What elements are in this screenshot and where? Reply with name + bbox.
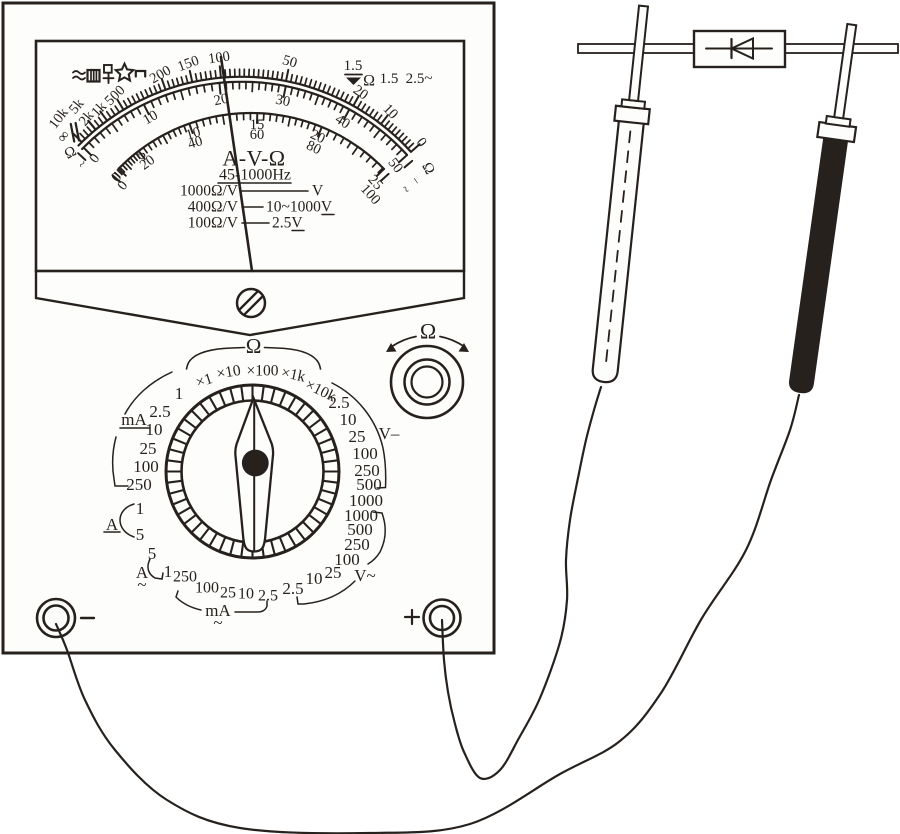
svg-text:10: 10 (184, 124, 202, 143)
svg-text:100: 100 (133, 457, 159, 476)
svg-text:50: 50 (281, 52, 299, 71)
svg-text:2.5V: 2.5V (272, 214, 303, 231)
svg-text:V–: V– (379, 424, 400, 443)
svg-text:2.5: 2.5 (258, 587, 278, 604)
svg-text:100Ω/V: 100Ω/V (188, 214, 239, 231)
svg-text:1.5: 1.5 (344, 58, 363, 74)
svg-text:500: 500 (347, 520, 373, 539)
svg-text:30: 30 (274, 92, 292, 111)
svg-text:25: 25 (220, 584, 236, 601)
svg-text:Ω: Ω (363, 72, 375, 89)
svg-text:V~: V~ (354, 566, 375, 585)
svg-text:500: 500 (356, 475, 382, 494)
svg-text:10: 10 (238, 585, 254, 602)
svg-text:25: 25 (140, 439, 157, 458)
svg-text:15: 15 (250, 117, 265, 133)
svg-text:A: A (136, 563, 149, 582)
svg-text:40: 40 (186, 133, 204, 152)
svg-text:1: 1 (164, 562, 173, 581)
svg-text:1000: 1000 (349, 491, 383, 510)
svg-text:1000: 1000 (344, 506, 378, 525)
svg-text:×1: ×1 (194, 370, 215, 391)
svg-text:mA: mA (205, 601, 231, 620)
svg-text:100: 100 (207, 48, 231, 67)
svg-text:5: 5 (148, 544, 157, 563)
svg-text:10: 10 (140, 107, 161, 128)
svg-text:60: 60 (250, 127, 265, 143)
svg-text:mA: mA (121, 410, 147, 429)
svg-text:1: 1 (136, 499, 145, 518)
svg-text:Ω: Ω (420, 318, 436, 343)
svg-text:250: 250 (354, 461, 380, 480)
svg-text:250: 250 (126, 475, 152, 494)
svg-text:2.5: 2.5 (149, 402, 170, 421)
svg-text:250: 250 (173, 568, 197, 585)
svg-text:×1k: ×1k (280, 364, 307, 386)
svg-text:25: 25 (325, 563, 342, 582)
svg-text:×10: ×10 (215, 362, 242, 383)
svg-text:~: ~ (213, 613, 222, 632)
svg-text:2.5~: 2.5~ (406, 71, 433, 87)
svg-text:10: 10 (306, 569, 323, 588)
svg-text:A-V-Ω: A-V-Ω (222, 145, 285, 170)
svg-text:2.5: 2.5 (282, 579, 303, 598)
svg-text:Ω: Ω (246, 334, 262, 358)
svg-text:25: 25 (349, 427, 366, 446)
svg-text:~: ~ (137, 575, 146, 594)
svg-text:250: 250 (344, 535, 370, 554)
svg-text:1: 1 (175, 384, 184, 403)
svg-text:5: 5 (136, 525, 145, 544)
svg-text:80: 80 (304, 138, 324, 159)
svg-text:1.5: 1.5 (380, 71, 399, 87)
svg-text:×100: ×100 (247, 362, 279, 379)
svg-text:100: 100 (334, 550, 360, 569)
svg-text:2.5: 2.5 (328, 393, 349, 412)
svg-text:100: 100 (352, 444, 378, 463)
svg-text:150: 150 (175, 53, 201, 75)
svg-text:1000Ω/V: 1000Ω/V (180, 182, 239, 199)
svg-text:V: V (312, 182, 324, 199)
svg-text:100: 100 (195, 579, 219, 596)
svg-text:A: A (106, 515, 119, 534)
svg-text:10: 10 (146, 420, 163, 439)
svg-text:10~1000V: 10~1000V (266, 198, 333, 215)
svg-text:400Ω/V: 400Ω/V (188, 198, 239, 215)
svg-text:10: 10 (340, 410, 357, 429)
svg-text:45-1000Hz: 45-1000Hz (219, 166, 291, 183)
